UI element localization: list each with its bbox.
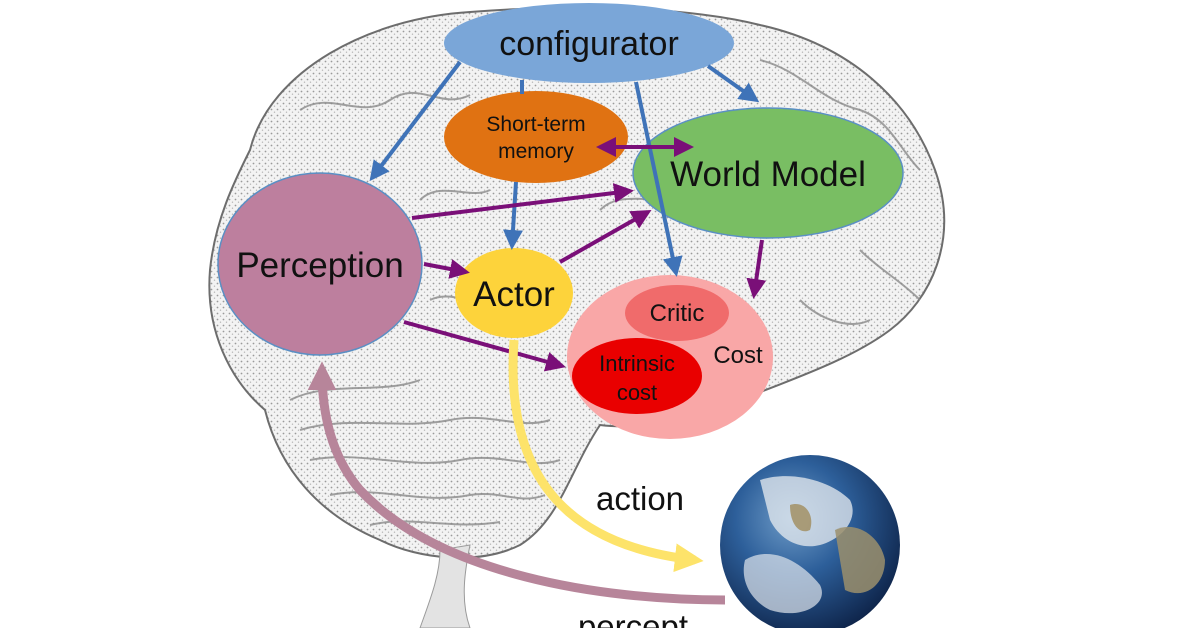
percept-label: percept [578,608,688,628]
short-term-memory-label-line2: memory [498,140,574,163]
action-arrow [508,339,704,573]
critic-node [625,285,729,341]
intrinsic-cost-label-line1: Intrinsic [599,351,675,376]
intrinsic-cost-node [572,338,702,414]
world-model-label: World Model [670,155,866,194]
cost-label: Cost [713,342,763,369]
purple-arrows [403,137,767,372]
configurator-label: configurator [499,25,679,63]
configurator-node [444,3,734,83]
actor-label: Actor [473,275,555,314]
configurator-arrows [369,60,760,277]
perception-node [217,172,423,356]
action-label: action [596,480,684,517]
perception-label: Perception [236,246,403,285]
short-term-memory-label-line1: Short-term [486,113,585,136]
world-model-node [632,107,904,239]
earth-globe-image [720,455,900,628]
intrinsic-cost-label-line2: cost [617,380,657,405]
actor-node [455,248,573,338]
short-term-memory-node [444,91,628,183]
critic-label: Critic [650,300,705,327]
percept-arrow [307,361,726,605]
